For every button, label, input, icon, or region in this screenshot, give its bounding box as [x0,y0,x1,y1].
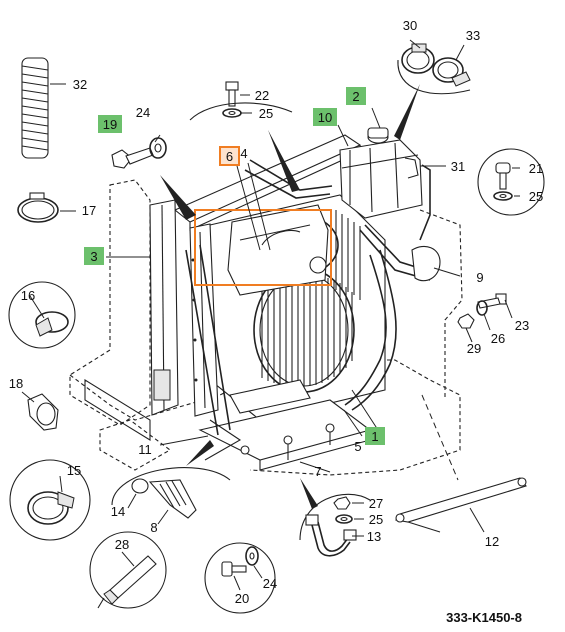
bolt-19 [111,147,154,169]
hose-clamp-17 [17,192,59,223]
callout-18: 18 [9,376,23,391]
hose-13 [305,514,357,557]
cap-14 [131,478,149,494]
callout-9: 9 [476,270,483,285]
detail-circle-15 [9,459,91,541]
callout-27: 27 [369,496,383,511]
lower-frame [185,244,372,471]
arc-13 [299,493,371,541]
callout-22: 22 [255,88,269,103]
arc-22 [189,102,293,121]
detail-circle-28 [89,531,167,609]
arc-30 [397,59,471,95]
callout-14: 14 [111,504,125,519]
callout-33: 33 [466,28,480,43]
callout-24-top: 24 [136,105,150,120]
callout-labels: 1 2 3 4 5 6 7 8 9 10 11 12 13 14 15 16 1… [9,18,543,606]
pointer-wedge-30 [394,84,420,140]
bolt-21 [495,162,511,190]
detail-circle-20 [204,542,276,614]
callout-31: 31 [451,159,465,174]
callout-12: 12 [485,534,499,549]
callout-24-bottom: 24 [263,576,277,591]
nut-29 [457,313,475,329]
fitting-8 [148,479,197,519]
callout-21: 21 [529,161,543,176]
callout-10: 10 [318,110,332,125]
bolt-22 [225,81,239,107]
callout-20: 20 [235,591,249,606]
callout-13: 13 [367,529,381,544]
callout-15: 15 [67,463,81,478]
callout-7: 7 [314,464,321,479]
callout-box-6 [219,146,240,166]
callout-6: 6 [226,149,233,164]
washer-25-right [493,191,513,201]
detail-circle-16 [8,281,76,349]
callout-16: 16 [21,288,35,303]
washer-26 [476,300,488,316]
clamp-18 [27,393,59,431]
callout-25-top: 25 [259,106,273,121]
callout-box-3 [84,247,104,265]
callout-box-19 [98,115,122,133]
clamp-15 [27,491,75,525]
arc-14 [111,467,231,506]
bolt-20 [221,561,247,577]
callout-2: 2 [352,89,359,104]
washer-24-bottom [245,546,259,566]
bolt-23 [477,293,507,309]
callout-3: 3 [90,249,97,264]
callout-28: 28 [115,537,129,552]
callout-32: 32 [73,77,87,92]
leader-lines [21,39,520,591]
nut-27 [333,496,351,510]
callout-19: 19 [103,117,117,132]
callout-8: 8 [150,520,157,535]
sealant-tube-28 [97,555,157,609]
callout-box-2 [346,87,366,105]
callout-box-1 [365,427,385,445]
callout-23: 23 [515,318,529,333]
callout-11: 11 [138,442,152,457]
detail-circle-21 [477,148,545,216]
chassis-frame [69,179,463,476]
callout-1: 1 [371,429,378,444]
pointer-wedge-22 [268,130,300,192]
dashed-leader-12 [421,394,459,481]
callout-25-right: 25 [529,189,543,204]
figure-code: 333-K1450-8 [446,610,522,625]
callout-4: 4 [240,146,247,161]
clip-16 [35,311,69,337]
washer-25-bottom [335,514,353,524]
lower-radiator-hose [344,224,441,411]
coiled-hose-part [21,57,49,159]
callout-30: 30 [403,18,417,33]
clamp-33 [432,57,471,87]
callout-29: 29 [467,341,481,356]
pointer-wedge-11 [186,440,214,466]
highlight-box [194,209,332,286]
radiator-assembly [189,194,386,421]
callout-25-bottom: 25 [369,512,383,527]
clamp-30 [401,43,435,74]
washer-24-top [149,137,167,159]
callout-26: 26 [491,331,505,346]
callout-17: 17 [82,203,96,218]
side-support-bar [149,199,179,416]
pointer-wedge-7 [300,478,318,509]
callout-box-10 [313,108,337,126]
pointer-wedge-19 [160,175,196,220]
stay-bar-12 [395,477,527,533]
washer-25-top [222,108,242,118]
callout-5: 5 [354,439,361,454]
